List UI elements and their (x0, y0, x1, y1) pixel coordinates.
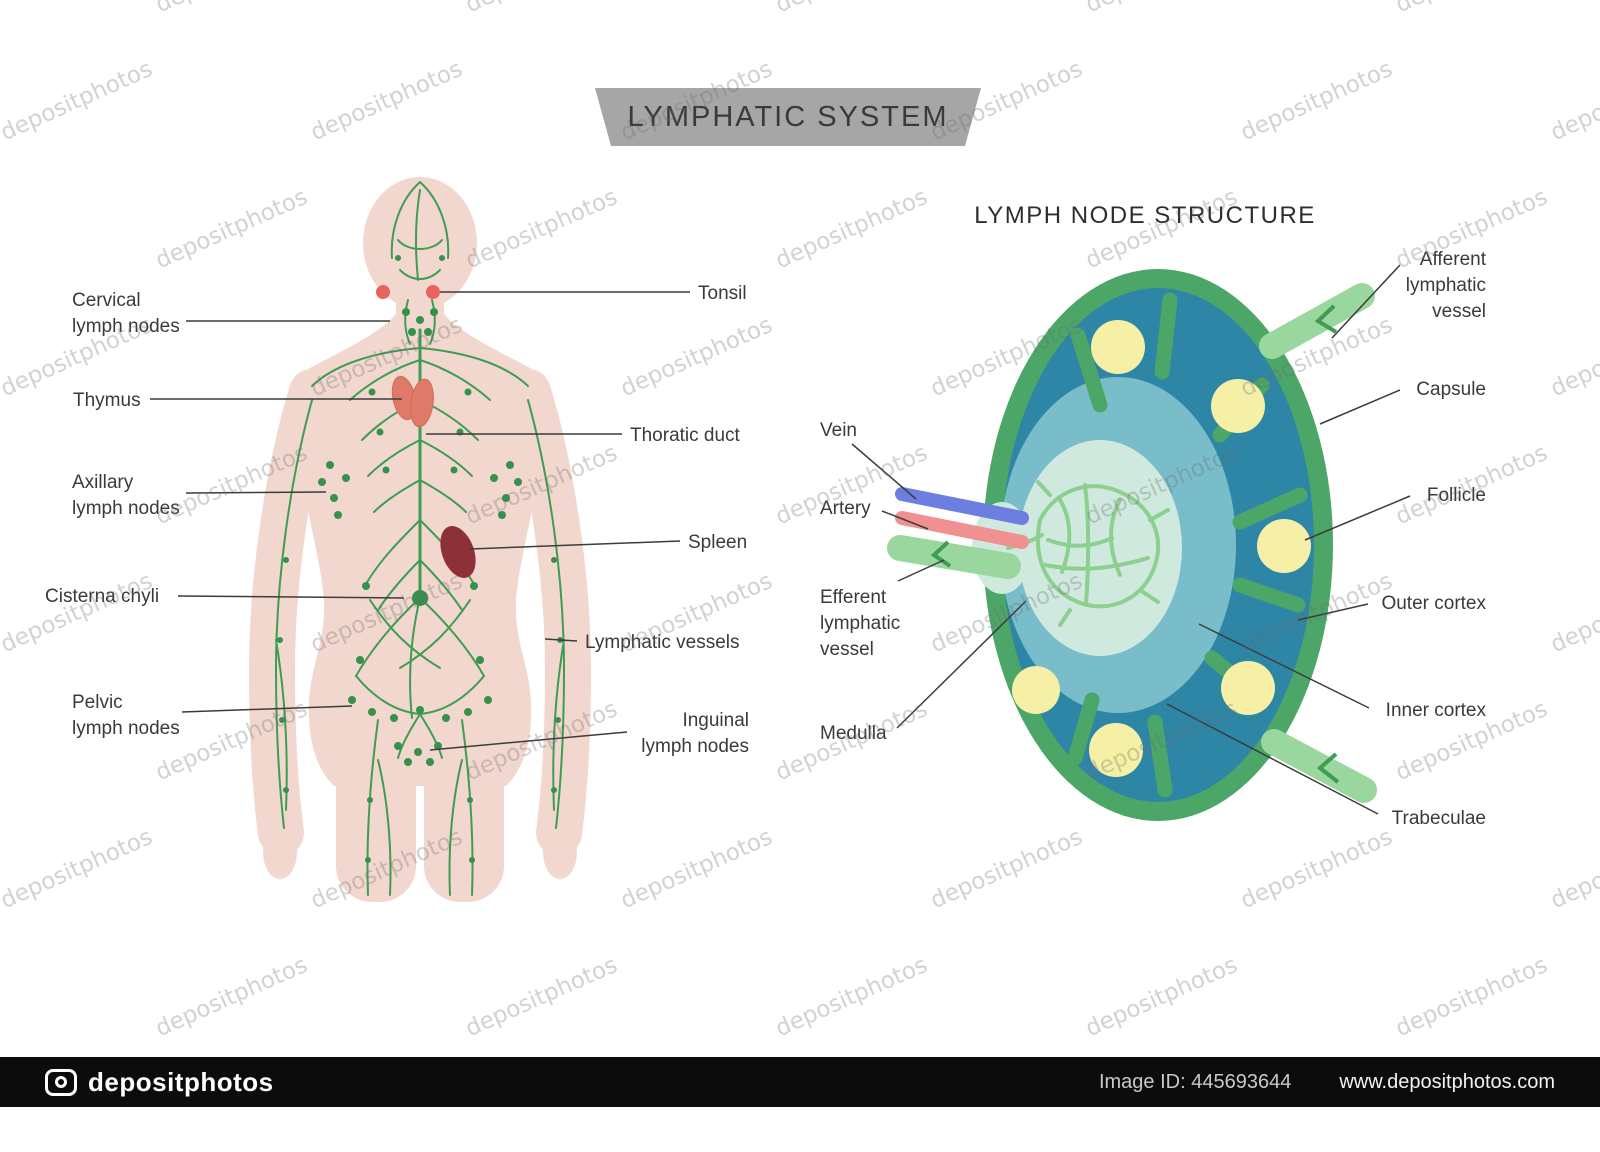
lymph-node-illustration (887, 269, 1377, 821)
follicle (1211, 379, 1265, 433)
tonsils (376, 285, 440, 299)
follicle (1089, 723, 1143, 777)
label-trabeculae: Trabeculae (1391, 808, 1486, 829)
label-capsule: Capsule (1416, 379, 1486, 400)
label-tonsil: Tonsil (698, 283, 747, 304)
pelvic-node (348, 696, 356, 704)
cisterna-chyli-node (412, 590, 428, 606)
label-efferent-lymphatic-vessel: Efferent lymphatic vessel (820, 587, 901, 661)
label-cisterna-chyli: Cisterna chyli (45, 586, 160, 607)
label-inguinal-lymph-nodes: Inguinal lymph nodes (641, 710, 749, 758)
label-cervical-lymph-nodes: Cervical lymph nodes (72, 290, 180, 338)
label-pelvic-lymph-nodes: Pelvic lymph nodes (72, 692, 180, 740)
label-afferent-lymphatic-vessel: Afferent lymphatic vessel (1405, 249, 1486, 323)
website-text: www.depositphotos.com (1339, 1070, 1555, 1093)
title-banner: LYMPHATIC SYSTEM (595, 88, 981, 146)
label-thymus: Thymus (73, 390, 141, 411)
label-spleen: Spleen (688, 532, 748, 553)
connector-lines (150, 264, 1411, 815)
artery-vessel (895, 511, 1029, 549)
footer-bar: depositphotos Image ID: 445693644 www.de… (0, 1057, 1600, 1107)
image-id-text: Image ID: 445693644 (1098, 1070, 1292, 1093)
lymph-node-dots (277, 255, 563, 863)
follicle (1221, 661, 1275, 715)
medulla-region (1018, 440, 1182, 656)
label-outer-cortex: Outer cortex (1381, 593, 1486, 614)
spleen (440, 526, 476, 578)
camera-icon (45, 1068, 77, 1096)
afferent-arrow-icon (1316, 752, 1340, 784)
vein-vessel (895, 487, 1029, 525)
cervical-node (402, 308, 410, 316)
label-medulla: Medulla (820, 723, 887, 744)
section-heading-lymph-node-structure: LYMPH NODE STRUCTURE (974, 202, 1316, 229)
label-axillary-lymph-nodes: Axillary lymph nodes (72, 472, 180, 520)
depositphotos-logo: depositphotos (45, 1067, 274, 1098)
label-inner-cortex: Inner cortex (1385, 700, 1486, 721)
camera-lens-icon (55, 1076, 67, 1088)
inguinal-node (394, 742, 402, 750)
afferent-arrow-icon (1314, 304, 1338, 334)
lymphatic-network (274, 181, 566, 896)
axillary-node (326, 461, 334, 469)
efferent-vessel (887, 535, 1021, 579)
follicles (1012, 320, 1311, 777)
thymus (391, 375, 434, 428)
follicle (1091, 320, 1145, 374)
label-follicle: Follicle (1426, 485, 1486, 506)
label-thoratic-duct: Thoratic duct (630, 425, 740, 446)
medulla-network (1006, 480, 1170, 627)
label-vein: Vein (820, 420, 857, 441)
label-lymphatic-vessels: Lymphatic vessels (585, 632, 740, 653)
label-artery: Artery (820, 498, 871, 519)
efferent-arrow-icon (930, 540, 952, 568)
follicle (1012, 666, 1060, 714)
afferent-vessel-bottom (1261, 729, 1377, 803)
follicle (1257, 519, 1311, 573)
logo-text: depositphotos (88, 1066, 274, 1097)
